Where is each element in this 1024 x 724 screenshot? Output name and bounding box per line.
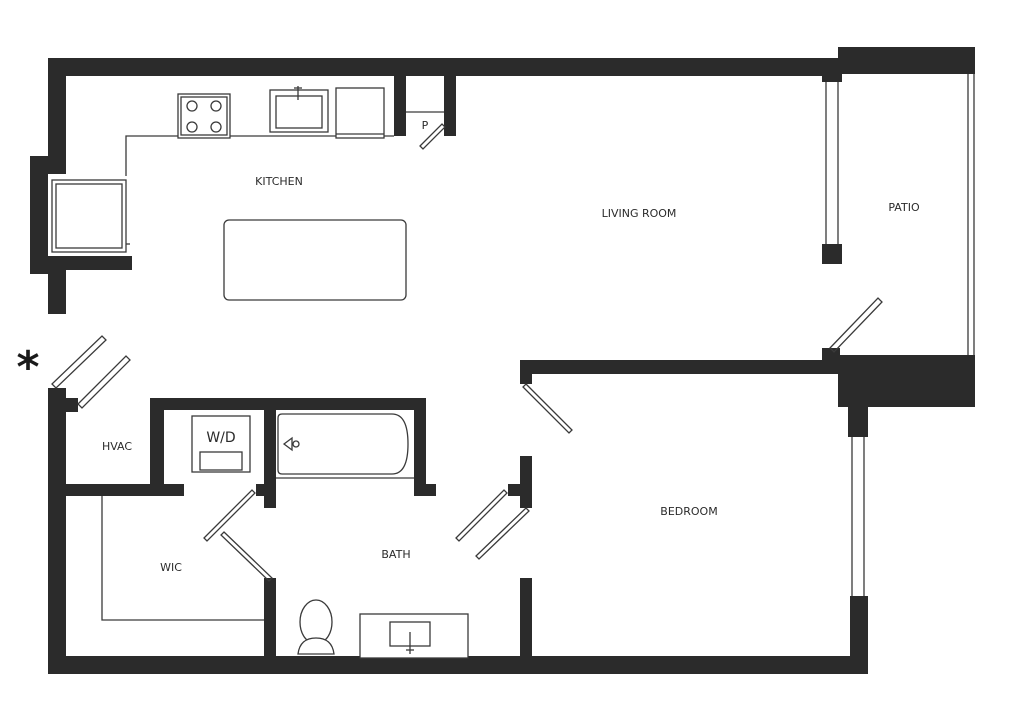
label-bath: BATH <box>381 548 410 561</box>
entry-marker-star: * <box>16 342 39 393</box>
wall-bedroom-left-a-stub <box>508 484 532 496</box>
wic-door <box>220 531 273 582</box>
patio-column <box>822 244 842 264</box>
kitchen-island <box>223 219 407 301</box>
wall-laundry-divider <box>264 398 276 508</box>
wall-bath-right <box>414 398 426 496</box>
kitchen-fixtures <box>51 86 407 301</box>
tub-drain-circle <box>292 440 300 448</box>
wall-bedroom-left-b <box>520 578 532 664</box>
wall-right-block-drop <box>848 355 868 437</box>
bathtub-icon <box>277 413 409 475</box>
wall-left-lower <box>48 388 66 674</box>
patio-door <box>829 297 883 353</box>
room-labels: KITCHEN P LIVING ROOM PATIO HVAC W/D WIC… <box>16 119 919 574</box>
fridge-inner <box>55 183 123 249</box>
label-patio: PATIO <box>888 201 920 214</box>
toilet-tank-icon <box>297 637 335 655</box>
wall-top-right-block <box>838 47 975 74</box>
wall-left-bump <box>30 156 48 274</box>
entry-door-left <box>51 335 107 389</box>
tub-drain-icon <box>282 436 293 452</box>
wall-bedroom-left-a <box>520 456 532 508</box>
label-washer-dryer: W/D <box>206 430 235 446</box>
counter-line <box>125 135 394 176</box>
patio-column-top <box>822 70 842 82</box>
label-kitchen: KITCHEN <box>255 175 303 188</box>
bath-fixtures <box>101 413 469 659</box>
wall-pantry-right <box>444 74 456 136</box>
kitchen-sink-basin <box>275 95 323 129</box>
wall-laundry-top <box>150 398 424 410</box>
label-pantry: P <box>422 119 429 132</box>
burner-icon <box>186 100 198 112</box>
pantry-door <box>419 123 446 150</box>
wall-bath-right-stub <box>414 484 436 496</box>
wic-shelf <box>101 496 264 621</box>
burner-icon <box>210 100 222 112</box>
label-wic: WIC <box>160 561 182 574</box>
wall-left-lower-stub2 <box>48 398 78 412</box>
patio-stub <box>822 348 840 362</box>
label-bedroom: BEDROOM <box>660 505 717 518</box>
walls <box>30 47 975 674</box>
entry-door-right <box>77 355 131 409</box>
dishwasher-icon <box>335 87 385 139</box>
wall-left-upper <box>48 58 66 158</box>
wall-pantry-left <box>394 74 406 136</box>
wall-top <box>48 58 840 76</box>
bath-door-left <box>455 489 508 542</box>
wall-bottom <box>48 656 868 674</box>
wall-hvac-bottom <box>66 484 184 496</box>
wall-right-lower <box>850 596 868 674</box>
wall-left-bump-bottom <box>30 256 132 270</box>
wall-left-lower-stub <box>48 256 66 314</box>
wall-hvac-right <box>150 398 164 486</box>
wall-bedroom-top <box>520 360 840 374</box>
bedroom-door <box>522 383 573 434</box>
wall-wic-bath <box>264 578 276 664</box>
burner-icon <box>210 121 222 133</box>
label-hvac: HVAC <box>102 440 132 453</box>
doors-windows <box>51 74 975 596</box>
burner-icon <box>186 121 198 133</box>
wall-bedroom-top-stub <box>520 360 532 384</box>
bath-door-right <box>475 507 530 560</box>
washer-dryer-lower <box>199 451 243 471</box>
laundry-door <box>203 489 256 542</box>
wall-laundry-divider-stub <box>256 484 276 496</box>
label-living-room: LIVING ROOM <box>602 207 677 220</box>
